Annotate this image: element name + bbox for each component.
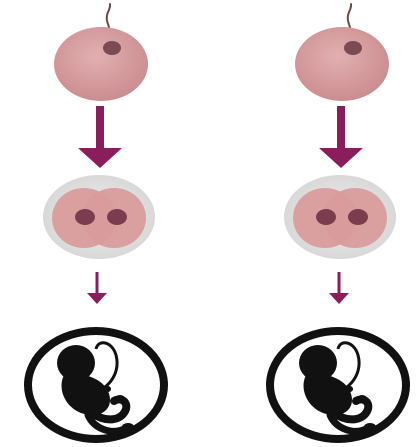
two-cell-embryo-icon [43, 175, 155, 259]
column-right [270, 4, 406, 439]
sperm-entering-egg-icon [295, 4, 389, 101]
arrow-down-small [87, 272, 107, 304]
column-left [28, 4, 164, 439]
two-cell-embryo-icon [284, 175, 396, 259]
fetus-icon [270, 331, 406, 439]
arrow-down-large [319, 106, 363, 168]
arrow-down-large [78, 106, 122, 168]
arrow-down-small [329, 272, 349, 304]
fetus-icon [28, 331, 164, 439]
sperm-entering-egg-icon [54, 4, 148, 101]
